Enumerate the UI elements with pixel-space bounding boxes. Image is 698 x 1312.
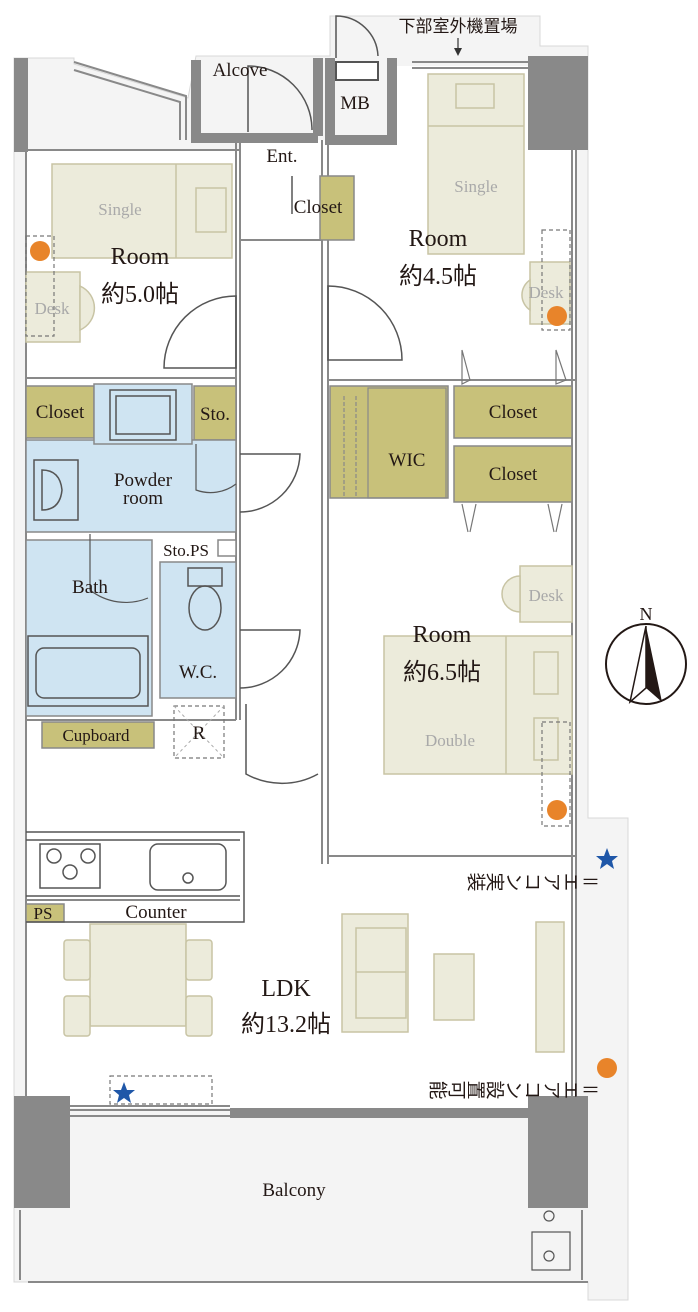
legend-dot-icon bbox=[597, 1058, 617, 1078]
aircon-installed-star bbox=[113, 1082, 135, 1103]
closet-entry-label: Closet bbox=[294, 197, 343, 218]
furniture bbox=[25, 73, 573, 1053]
aircon-installable-dot bbox=[547, 800, 567, 820]
sto-ps-label: Sto.PS bbox=[163, 541, 209, 560]
compass-north-label: N bbox=[640, 604, 653, 624]
aircon-markers bbox=[25, 229, 571, 1105]
walls bbox=[14, 56, 588, 1208]
room-nw-size: 約5.0帖 bbox=[101, 281, 179, 308]
top-note: 下部室外機置場 bbox=[399, 17, 518, 36]
mb-label: MB bbox=[340, 93, 370, 114]
counter-label: Counter bbox=[125, 902, 187, 923]
powder-room-label-2: room bbox=[123, 488, 163, 509]
fridge-space bbox=[173, 705, 225, 759]
bath-label: Bath bbox=[72, 577, 108, 598]
furniture-desk-1: Desk bbox=[35, 299, 70, 318]
furniture-double: Double bbox=[425, 731, 475, 750]
legend-star-icon bbox=[596, 848, 618, 869]
room-e-size: 約6.5帖 bbox=[403, 659, 481, 686]
window-top-right bbox=[412, 61, 528, 69]
compass bbox=[605, 623, 687, 705]
closet-e1-label: Closet bbox=[489, 402, 538, 423]
balcony-fixtures bbox=[531, 1210, 571, 1271]
legend-installable: ＝エアコン設置可能 bbox=[429, 1078, 600, 1100]
wic-inner bbox=[343, 387, 447, 499]
aircon-installable-dot bbox=[30, 241, 50, 261]
window-balcony bbox=[70, 1109, 230, 1117]
bath-doors bbox=[89, 444, 237, 603]
balcony-label: Balcony bbox=[262, 1180, 326, 1201]
top-door bbox=[335, 15, 379, 58]
closet-e2-label: Closet bbox=[489, 464, 538, 485]
furniture-single-1: Single bbox=[98, 200, 141, 219]
storage-label: Sto. bbox=[200, 404, 230, 425]
wic-label: WIC bbox=[389, 450, 426, 471]
room-e-name: Room bbox=[413, 622, 472, 648]
interior-floor bbox=[26, 66, 576, 1108]
closet-w-label: Closet bbox=[36, 402, 85, 423]
closets bbox=[25, 175, 573, 923]
ps-box bbox=[217, 539, 237, 557]
aircon-installable-dot bbox=[547, 306, 567, 326]
fixtures bbox=[27, 389, 223, 707]
bay-window bbox=[73, 61, 187, 140]
room-doors bbox=[163, 176, 403, 785]
closet-door-marks bbox=[461, 349, 567, 533]
ps-label: PS bbox=[34, 904, 53, 923]
room-ne-size: 約4.5帖 bbox=[399, 263, 477, 290]
alcove-door bbox=[247, 65, 313, 132]
r-label: R bbox=[193, 723, 206, 744]
fridge-cross bbox=[173, 705, 225, 759]
mb-box bbox=[335, 61, 379, 81]
wc-label: W.C. bbox=[179, 662, 217, 683]
legend-installed: ＝エアコン実装 bbox=[467, 870, 600, 892]
kitchen bbox=[26, 831, 245, 923]
cupboard-label: Cupboard bbox=[62, 726, 130, 745]
ldk-size: 約13.2帖 bbox=[241, 1011, 331, 1038]
top-note-arrowhead bbox=[454, 48, 462, 56]
room-nw-name: Room bbox=[111, 244, 170, 270]
furniture-single-2: Single bbox=[454, 177, 497, 196]
alcove-label: Alcove bbox=[213, 60, 268, 81]
alcove-walls bbox=[191, 58, 397, 145]
furniture-desk-3: Desk bbox=[529, 586, 564, 605]
furniture-desk-2: Desk bbox=[529, 283, 564, 302]
ldk-name: LDK bbox=[261, 976, 311, 1002]
entrance-label: Ent. bbox=[266, 146, 297, 167]
powder-room-label-1: Powder bbox=[114, 470, 173, 491]
room-ne-name: Room bbox=[409, 226, 468, 252]
